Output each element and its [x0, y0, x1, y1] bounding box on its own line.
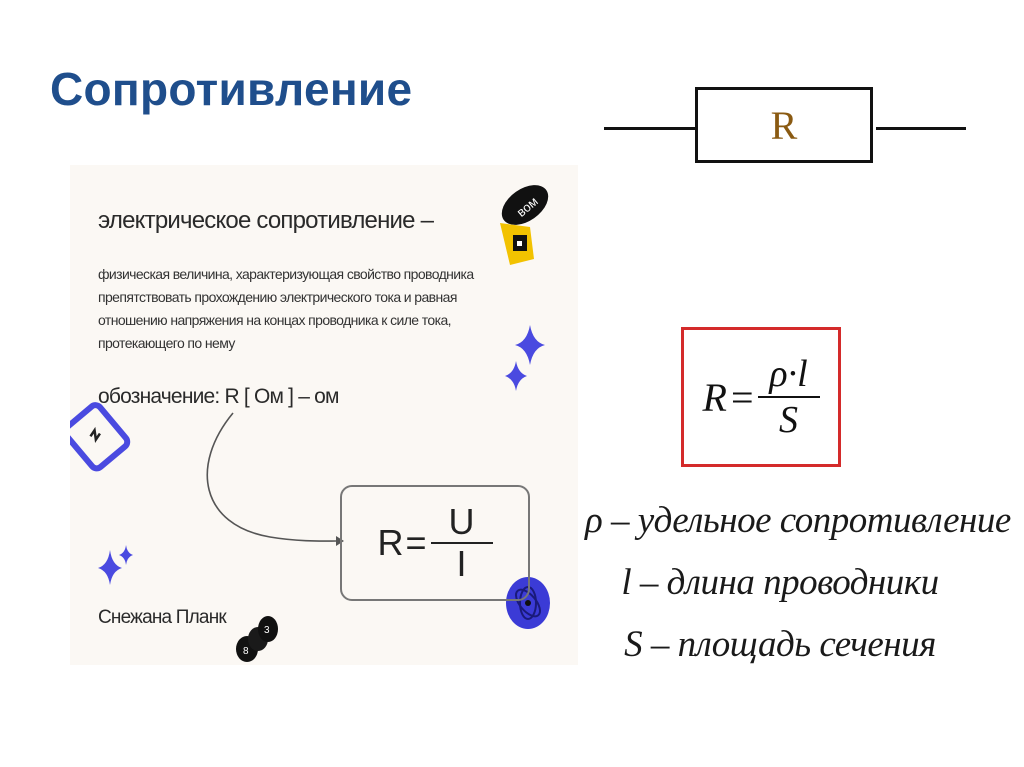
- resistor-wire-right: [876, 127, 966, 130]
- formula-fraction: U I: [430, 501, 493, 584]
- fraction-bar: [430, 542, 493, 544]
- formula-numerator: U: [448, 501, 475, 542]
- ohm-law-formula: R = U I: [340, 485, 530, 601]
- resistivity-fraction: ρ·l S: [757, 352, 820, 442]
- sticker-icon: вом: [500, 185, 549, 265]
- resistivity-lhs: R: [702, 374, 727, 420]
- curved-arrow-icon: [206, 412, 337, 542]
- formula-equals: =: [405, 522, 427, 563]
- sparkle-icon: [98, 550, 122, 585]
- resistivity-equals: =: [730, 374, 754, 420]
- slide-title: Сопротивление: [50, 63, 413, 115]
- atom-icon: [506, 577, 550, 629]
- formula-legend: ρ – удельное сопротивление l – длина про…: [585, 490, 1011, 676]
- formula-lhs: R: [377, 522, 404, 563]
- card-heading: электрическое сопротивление –: [98, 207, 434, 234]
- resistivity-denominator: S: [779, 399, 798, 441]
- legend-item-length: l – длина проводники: [621, 562, 939, 603]
- card-notation: обозначение: R [ Ом ] – ом: [98, 385, 339, 408]
- svg-text:3: 3: [264, 625, 270, 636]
- fraction-bar: [757, 396, 820, 398]
- sparkle-icon: [119, 545, 133, 565]
- card-description: физическая величина, характеризующая сво…: [98, 266, 474, 351]
- sparkle-icon: [515, 325, 545, 365]
- resistor-label: R: [770, 102, 798, 148]
- resistivity-numerator: ρ·l: [769, 353, 808, 395]
- sparkle-icon: [505, 361, 527, 391]
- resistor-wire-left: [604, 127, 696, 130]
- legend-item-area: S – площадь сечения: [624, 624, 936, 665]
- card-author: Снежана Планк: [98, 607, 227, 628]
- legend-item-resistivity: ρ – удельное сопротивление: [585, 500, 1011, 541]
- battery-icon: [70, 402, 131, 472]
- resistivity-formula: R = ρ·l S: [681, 327, 841, 467]
- svg-text:8: 8: [243, 646, 249, 657]
- resistor-symbol: R: [604, 86, 966, 170]
- definition-card: электрическое сопротивление – физическая…: [70, 165, 578, 665]
- coins-icon: 8 3: [236, 616, 278, 662]
- resistor-body: R: [695, 87, 873, 163]
- formula-denominator: I: [456, 543, 467, 584]
